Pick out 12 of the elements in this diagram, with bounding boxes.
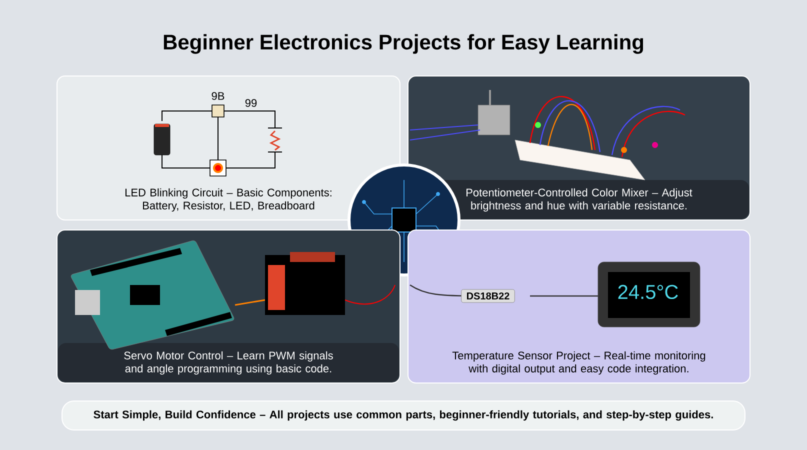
- panel-caption: LED Blinking Circuit – Basic Components: Battery, Resistor, LED, Breadboard: [126, 188, 332, 212]
- component-label: 9B: [212, 92, 224, 100]
- project-card: [56, 76, 400, 220]
- panel-caption: Potentiometer-Controlled Color Mixer – Adjust brightness and hue with variable resistance.: [466, 188, 692, 212]
- display-reading: 24.5°C: [618, 284, 678, 300]
- banner-text: Start Simple, Build Confidence – All projects use common parts, beginner-friendly tutorials, and step-by-step guides.: [94, 410, 713, 421]
- panel-caption: Servo Motor Control – Learn PWM signals and angle programming using basic code.: [124, 351, 333, 375]
- component-label: 99: [245, 99, 257, 107]
- title: Beginner Electronics Projects for Easy Learning: [164, 34, 644, 54]
- panel-caption: Temperature Sensor Project – Real-time monitoring with digital output and easy code integration.: [452, 351, 706, 375]
- sensor-label: DS18B22: [461, 289, 515, 303]
- summary-banner: [62, 400, 746, 430]
